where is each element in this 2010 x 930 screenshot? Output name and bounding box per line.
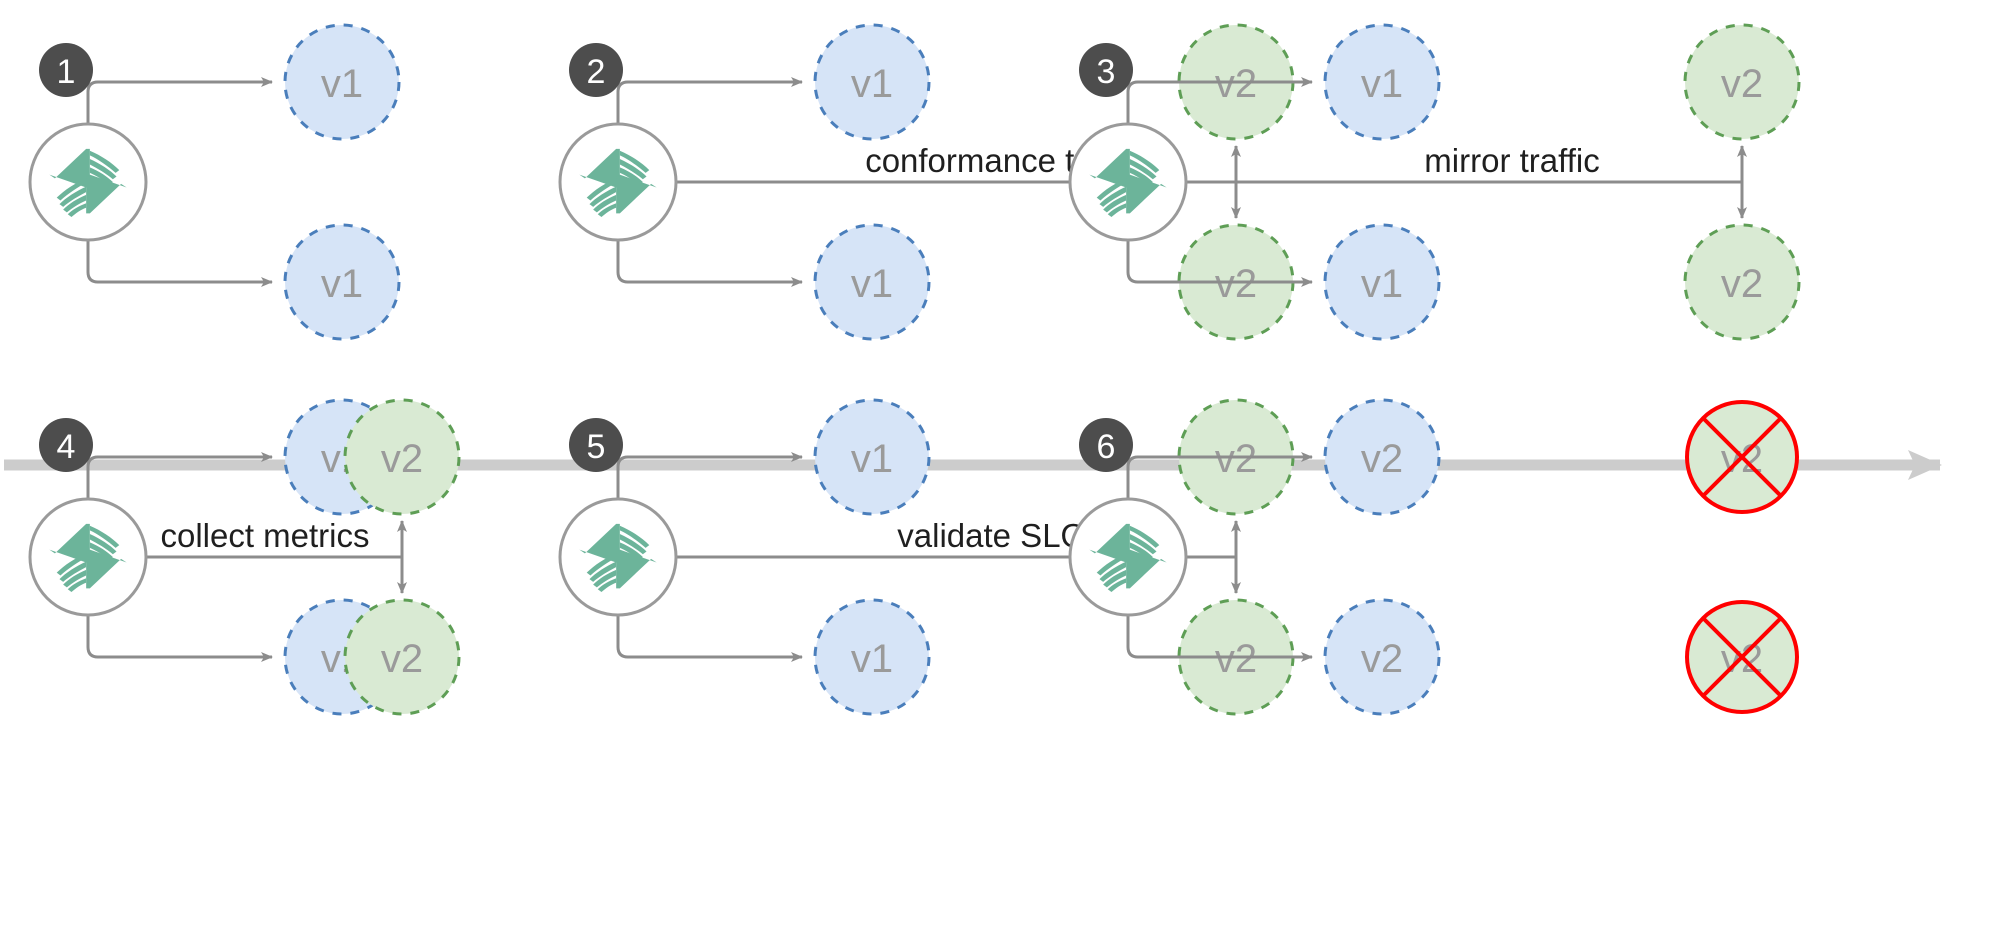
proxy-node[interactable] — [28, 122, 148, 242]
retired-node-top[interactable]: v2 — [1685, 400, 1799, 514]
step-badge-label: 3 — [1097, 53, 1116, 91]
target-circle — [1323, 398, 1441, 516]
target-circle — [813, 23, 931, 141]
connector-bottom — [1126, 557, 1313, 662]
connector-bottom — [616, 182, 803, 287]
target-node-bottom[interactable]: v1 — [283, 223, 401, 341]
candidate-circle — [1683, 223, 1801, 341]
target-circle — [1323, 23, 1441, 141]
target-circle — [1323, 598, 1441, 716]
target-circle — [283, 223, 401, 341]
step-badge-label: 6 — [1097, 428, 1116, 466]
step-badge-label: 2 — [587, 53, 606, 91]
target-node-top[interactable]: v1 — [813, 398, 931, 516]
step-badge-circle — [1079, 43, 1133, 97]
candidate-node-bottom[interactable]: v2 — [343, 598, 461, 716]
target-circle — [1323, 223, 1441, 341]
candidate-circle — [343, 598, 461, 716]
candidate-node-top[interactable]: v2 — [1683, 23, 1801, 141]
target-node-top[interactable]: v2 — [1323, 398, 1441, 516]
target-node-bottom[interactable]: v1 — [813, 223, 931, 341]
retired-node-bottom[interactable]: v2 — [1685, 600, 1799, 714]
target-circle — [813, 223, 931, 341]
step-badge: 2 — [569, 43, 623, 97]
step-badge-label: 1 — [57, 53, 76, 91]
candidate-circle — [343, 398, 461, 516]
candidate-node-top[interactable]: v2 — [343, 398, 461, 516]
step-badge: 4 — [39, 418, 93, 472]
proxy-node[interactable] — [28, 497, 148, 617]
proxy-node[interactable] — [558, 497, 678, 617]
retired-ring-icon — [1685, 600, 1799, 714]
panel-step-6: v2 v2 v2 v2 6 — [1068, 398, 1799, 716]
target-node-top[interactable]: v1 — [1323, 23, 1441, 141]
step-badge: 6 — [1079, 418, 1133, 472]
edge-label: mirror traffic — [1424, 142, 1599, 179]
target-node-bottom[interactable]: v2 — [1323, 598, 1441, 716]
target-circle — [813, 598, 931, 716]
connector-top — [1126, 452, 1313, 557]
target-circle — [813, 398, 931, 516]
step-badge-circle — [39, 43, 93, 97]
target-node-bottom[interactable]: v1 — [813, 598, 931, 716]
connector-top — [616, 452, 803, 557]
connector-top — [86, 452, 273, 557]
connector-bottom — [86, 182, 273, 287]
candidate-circle — [1683, 23, 1801, 141]
target-circle — [283, 23, 401, 141]
step-badge-label: 4 — [57, 428, 76, 466]
retired-ring-icon — [1685, 400, 1799, 514]
connector-bottom — [86, 557, 273, 662]
target-node-top[interactable]: v1 — [813, 23, 931, 141]
step-badge-circle — [569, 418, 623, 472]
proxy-node[interactable] — [1068, 122, 1188, 242]
proxy-node[interactable] — [558, 122, 678, 242]
step-badge-circle — [39, 418, 93, 472]
connector-top — [1126, 77, 1313, 182]
proxy-node[interactable] — [1068, 497, 1188, 617]
candidate-node-bottom[interactable]: v2 — [1683, 223, 1801, 341]
edge-label: validate SLOs — [897, 517, 1102, 554]
retired-cross-icon — [1701, 416, 1783, 498]
connector-bottom — [616, 557, 803, 662]
connector-top — [616, 77, 803, 182]
target-node-bottom[interactable]: v1 — [1323, 223, 1441, 341]
step-badge: 5 — [569, 418, 623, 472]
step-badge-circle — [569, 43, 623, 97]
step-badge-label: 5 — [587, 428, 606, 466]
connector-top — [86, 77, 273, 182]
step-badge: 3 — [1079, 43, 1133, 97]
panel-step-4: v1 v1 v2 v2 collect metrics 4 — [28, 398, 461, 716]
connector-bottom — [1126, 182, 1313, 287]
panel-step-3: v1 v1 v2 v2 mirror traffic 3 — [1068, 23, 1801, 341]
retired-cross-icon — [1701, 616, 1783, 698]
step-badge-circle — [1079, 418, 1133, 472]
target-node-top[interactable]: v1 — [283, 23, 401, 141]
step-badge: 1 — [39, 43, 93, 97]
edge-label: collect metrics — [160, 517, 369, 554]
panel-step-1: v1 v1 1 — [28, 23, 401, 341]
